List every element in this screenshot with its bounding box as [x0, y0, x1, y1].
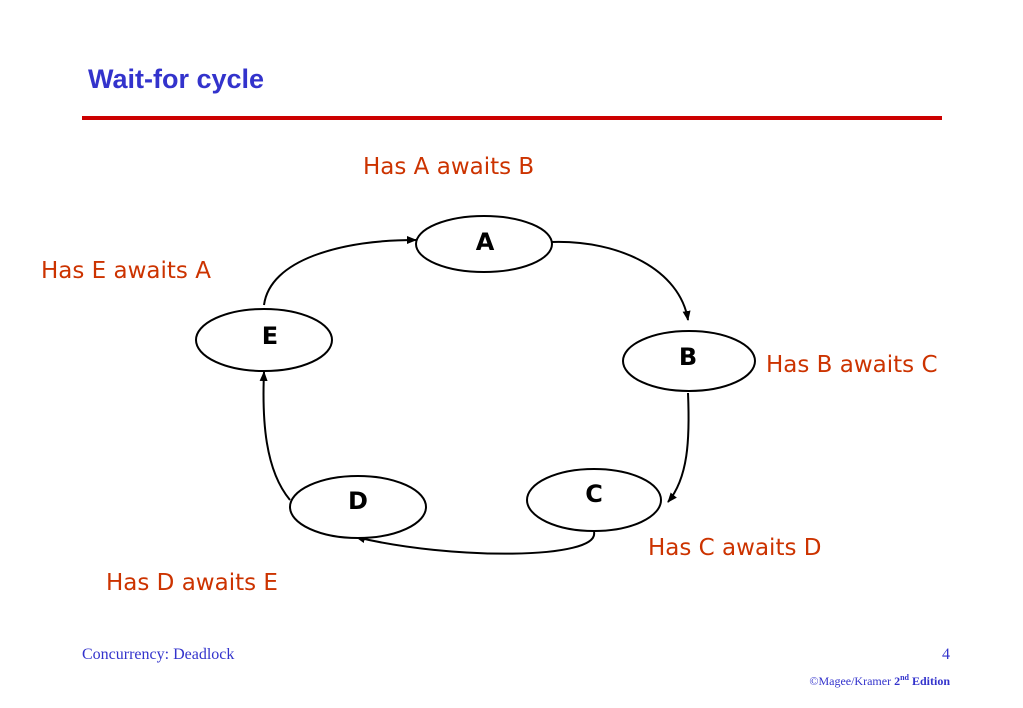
footer-page-number: 4: [942, 646, 950, 663]
node-b-label: B: [679, 343, 697, 371]
edge-b-to-c: [667, 392, 690, 503]
node-d: D: [289, 475, 427, 539]
node-c: C: [526, 468, 662, 532]
edge-d-to-e: [259, 371, 291, 501]
node-c-label: C: [585, 480, 603, 508]
annotation-e: Has E awaits A: [41, 258, 211, 284]
node-a-label: A: [476, 228, 495, 256]
edge-c-to-d: [355, 531, 596, 555]
edge-e-to-a: [263, 236, 417, 306]
annotation-b: Has B awaits C: [766, 352, 938, 378]
node-d-label: D: [348, 487, 368, 515]
footer-edition-suffix: nd: [900, 673, 909, 682]
footer-course: Concurrency: Deadlock: [82, 646, 235, 663]
annotation-d: Has D awaits E: [106, 570, 278, 596]
title-divider: [82, 116, 942, 120]
slide-title: Wait-for cycle: [88, 64, 265, 94]
footer-edition-word: Edition: [911, 674, 950, 688]
footer-edition: 2nd Edition: [894, 673, 950, 688]
annotation-c: Has C awaits D: [648, 535, 821, 561]
node-a: A: [415, 215, 553, 273]
annotation-a: Has A awaits B: [363, 154, 534, 180]
node-e-label: E: [262, 322, 278, 350]
footer-copyright-text: ©Magee/Kramer: [809, 674, 892, 688]
footer-edition-number: 2: [894, 674, 901, 688]
edge-a-to-b: [551, 240, 691, 321]
footer-copyright: ©Magee/Kramer 2nd Edition: [809, 673, 950, 689]
node-e: E: [195, 308, 333, 372]
node-b: B: [622, 330, 756, 392]
